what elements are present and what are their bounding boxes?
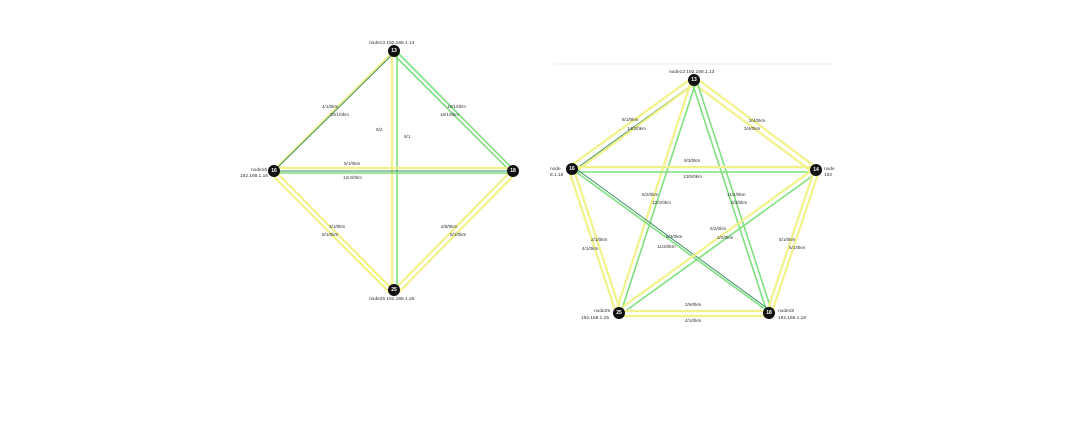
edge-13-16 [272,53,392,172]
svg-text:16: 16 [271,168,277,174]
edge-label: 10/1/0km [330,112,349,117]
node-13[interactable]: 13 [388,45,400,57]
edge-label: 13/5/0km [683,174,702,179]
node-label: 192.168.1.16 [240,173,268,179]
edge-label: 18/1/0km [447,104,466,109]
node-label: 192.168.1.25 [581,315,609,321]
node-label: node [550,166,561,172]
edge-label: 16/1/0km [440,112,459,117]
edge-label: 5/1/0km [450,232,467,237]
edge-label: 6/2/0km [710,226,727,231]
edge-14-25 [616,167,816,312]
svg-text:13: 13 [391,48,397,54]
edge-label: 6/2/0km [642,192,659,197]
svg-text:25: 25 [616,310,622,316]
svg-text:25: 25 [391,287,397,293]
edge-label: 2/6/0km [441,224,458,229]
edge-label: 5/1/0km [789,245,806,250]
edge-13-16 [568,77,693,168]
edge-label: 2/6/0km [685,302,702,307]
edge-13-25-b [620,81,697,313]
node-18[interactable]: 18 [763,307,775,319]
edge-16-25-b [270,173,391,294]
node-16[interactable]: 16 [268,165,280,177]
node-label: node25 192.168.1.25 [369,296,415,302]
edge-label: 6/3/0km [666,234,683,239]
edge-13-16-inner [276,50,397,169]
svg-text:14: 14 [813,167,819,173]
edge-label: 9/1/0km [344,161,361,166]
node-18[interactable]: 18 [507,165,519,177]
edge-13-18 [691,81,768,313]
edge-label: 12/2/0km [652,200,671,205]
edge-16-18-b [574,167,772,312]
edge-13-18-b [392,53,512,173]
right-graph: 6/1/0km 14/3/0km 3/4/0km 3/4/0km 9/3/0km… [550,69,835,323]
edge-label: 6/1/0km [622,117,639,122]
node-label: node25 [594,308,610,314]
edge-label: 5/1/0km [779,237,796,242]
edge-16-25 [567,169,618,314]
node-label: node18 [778,308,794,314]
edge-label: 2/2/0km [717,235,734,240]
edge-label: 3/4/0km [744,126,761,131]
edge-label: 4/1/0km [685,318,702,323]
node-label: 8.1.16 [550,172,564,178]
edge-14-18 [765,170,816,313]
svg-text:18: 18 [766,310,772,316]
edge-label: 2/1/0km [591,237,608,242]
edge-13-16-c [574,84,694,173]
edge-label: 14/3/0km [627,126,646,131]
edge-16-25 [274,170,395,292]
edge-14-25-b [619,171,819,316]
node-14[interactable]: 14 [810,164,822,176]
edge-label: 9/3/0km [684,158,701,163]
node-25[interactable]: 25 [388,284,400,296]
edge-label: 4/1/0km [322,104,339,109]
edge-14-18-b [770,170,821,313]
svg-text:18: 18 [510,168,516,174]
edge-label: 3/1/0km [329,224,346,229]
edge-13-25 [614,81,693,313]
edge-13-14-b [692,82,815,174]
edge-25-18-b [398,172,517,293]
edge-label: 12/4/0km [343,175,362,180]
node-label: node [824,166,835,172]
edge-16-25-b [572,169,623,314]
edge-25-18 [394,169,513,290]
node-label: node13 192.168.1.13 [369,40,415,46]
svg-text:16: 16 [569,166,575,172]
edge-13-14 [695,77,818,169]
edge-label: 3/4/0km [749,118,766,123]
node-label: 192 [824,172,832,178]
edge-label: 6/3/0km [731,200,748,205]
edge-label: 11/4/0km [727,192,746,197]
svg-text:13: 13 [691,77,697,83]
edge-16-18 [571,168,770,313]
edge-label: 6/2 [376,127,383,132]
left-graph: 4/1/0km 10/1/0km 18/1/0km 16/1/0km 6/2 6… [240,40,519,302]
edge-label: 4/1/0km [582,246,599,251]
node-label: node16 [251,167,267,173]
edge-label: 11/3/0km [657,244,676,249]
node-16[interactable]: 16 [566,163,578,175]
node-25[interactable]: 25 [613,307,625,319]
edge-13-18 [396,51,515,171]
node-label: node13 192.168.1.13 [669,69,715,75]
edge-13-18-b [696,81,773,313]
edge-label: 6/1 [404,134,411,139]
edge-label: 6/1/0km [322,232,339,237]
node-13[interactable]: 13 [688,74,700,86]
node-label: 192.168.1.18 [778,315,806,321]
